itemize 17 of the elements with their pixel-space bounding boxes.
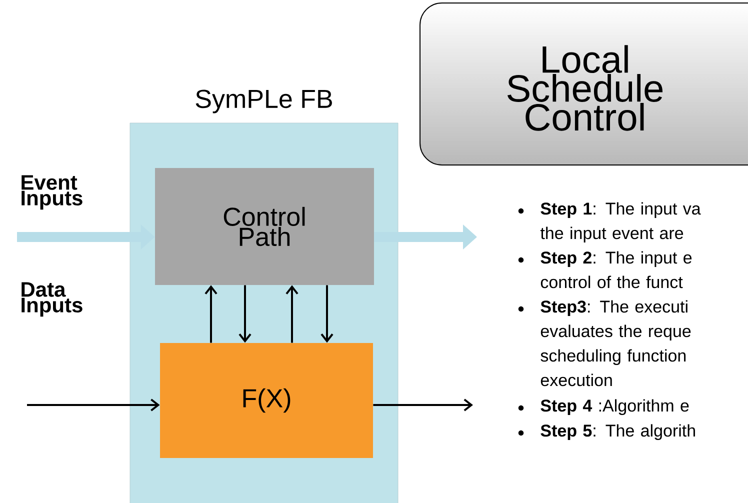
step-text: Step 1: The input va the input event are [540,202,701,243]
step-text: Step 4 :Algorithm e [540,399,689,416]
node-label: SymPLe FB [196,90,332,114]
input-label: Data Inputs [22,282,82,317]
arrow [320,285,334,343]
arrow [373,398,473,412]
input-label: Event Inputs [22,175,82,210]
arrow [27,398,160,412]
step-text: Step 2: The input e control of the funct [540,251,692,288]
step-text: Step 5: The algorith [540,424,695,440]
arrow [238,285,252,343]
arrow [286,285,298,343]
step-text: Step3: The executi evaluates the reque scheduling function execution [540,300,691,386]
process-box: F(X) [160,342,373,458]
arrow [204,285,218,343]
rounded-box: Local Schedule Control [420,2,748,166]
process-box: Control Path [155,168,374,285]
